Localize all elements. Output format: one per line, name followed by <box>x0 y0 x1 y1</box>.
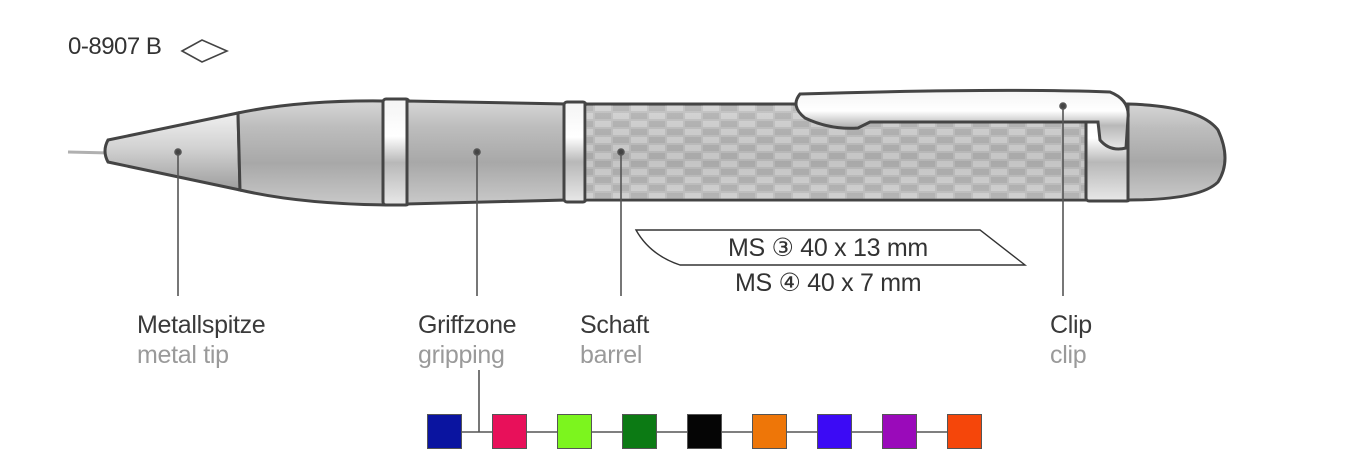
label-grip-de: Griffzone <box>418 311 517 339</box>
label-barrel-en: barrel <box>580 341 643 369</box>
grip-section <box>236 99 389 207</box>
print-area-line1: MS ③ 40 x 13 mm <box>728 234 928 262</box>
clip <box>794 88 1130 151</box>
color-swatch[interactable] <box>492 414 527 449</box>
color-swatch[interactable] <box>752 414 787 449</box>
metal-tip <box>103 111 242 192</box>
print-area-line2: MS ④ 40 x 7 mm <box>735 269 922 297</box>
label-grip-en: gripping <box>418 341 505 369</box>
label-metal-tip-de: Metallspitze <box>137 311 266 339</box>
color-swatch[interactable] <box>882 414 917 449</box>
diamond-outline-icon <box>180 39 229 63</box>
refill-tip <box>67 150 111 155</box>
end-cap <box>1126 102 1227 202</box>
grip-upper <box>405 99 568 206</box>
color-swatch[interactable] <box>947 414 982 449</box>
print-area-outline <box>634 229 1028 266</box>
label-barrel-de: Schaft <box>580 311 650 339</box>
label-clip-de: Clip <box>1050 311 1092 339</box>
color-swatch[interactable] <box>427 414 462 449</box>
color-swatch[interactable] <box>817 414 852 449</box>
product-code: 0-8907 B <box>68 33 162 60</box>
label-metal-tip-en: metal tip <box>137 341 229 369</box>
color-swatch[interactable] <box>622 414 657 449</box>
chrome-ring-2 <box>562 100 588 204</box>
color-swatch[interactable] <box>687 414 722 449</box>
color-swatch[interactable] <box>557 414 592 449</box>
chrome-ring-1 <box>381 97 411 207</box>
label-clip-en: clip <box>1050 341 1087 369</box>
